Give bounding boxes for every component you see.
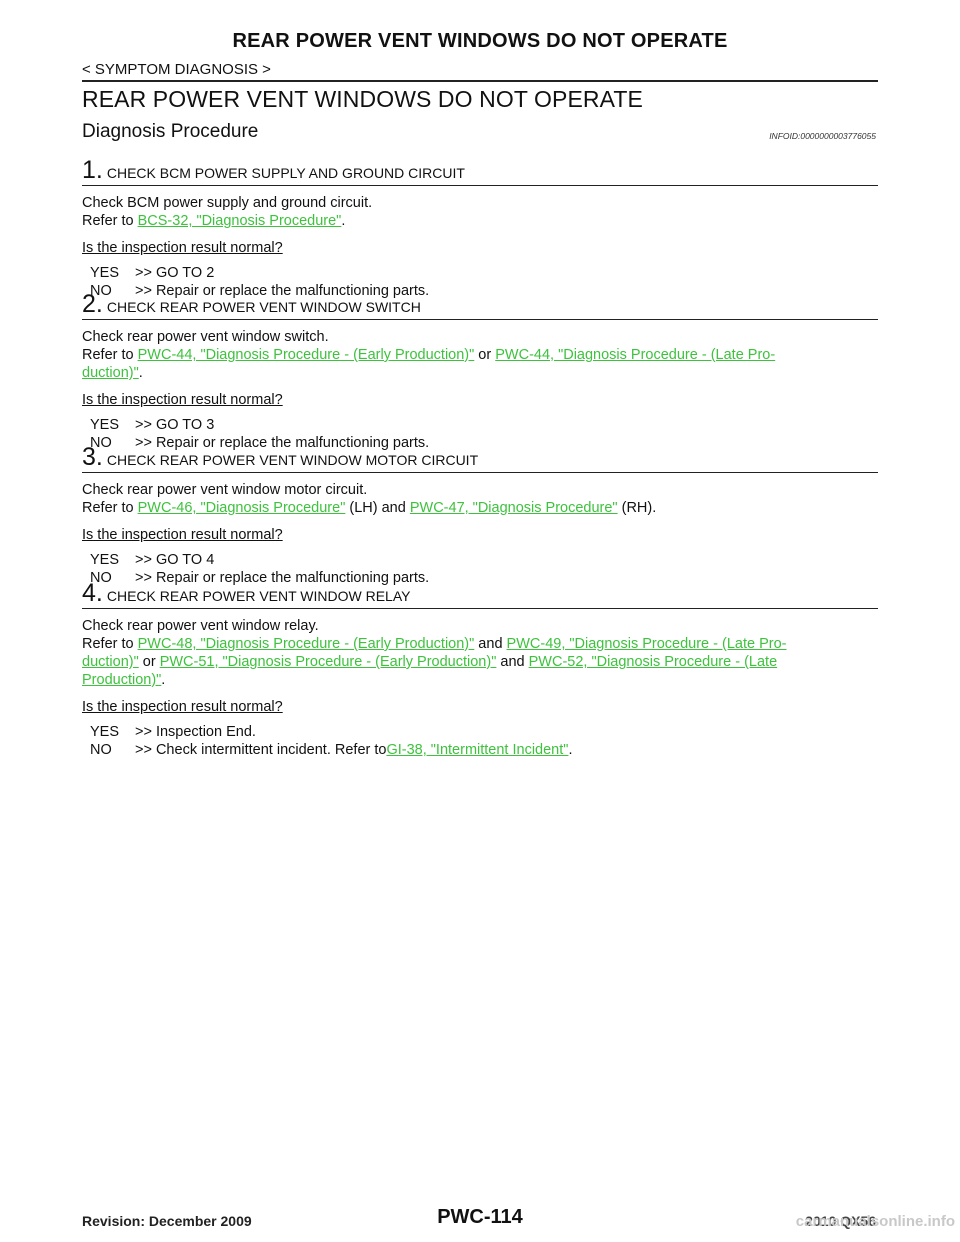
answer-list: YES>> GO TO 4 NO>> Repair or replace the… [82, 551, 878, 587]
step-number: 3 [82, 443, 96, 471]
ref-link-pwc-49[interactable]: PWC-49, "Diagnosis Procedure - (Late Pro… [506, 636, 787, 652]
step-header: 3. CHECK REAR POWER VENT WINDOW MOTOR CI… [82, 443, 479, 471]
ref-link-pwc-44-early[interactable]: PWC-44, "Diagnosis Procedure - (Early Pr… [137, 347, 475, 363]
answer-list: YES>> GO TO 2 NO>> Repair or replace the… [82, 264, 878, 300]
step-title: CHECK BCM POWER SUPPLY AND GROUND CIRCUI… [106, 165, 465, 181]
ref-link-pwc-46[interactable]: PWC-46, "Diagnosis Procedure" [137, 500, 346, 516]
answer-no: NO>> Repair or replace the malfunctionin… [90, 570, 430, 586]
answer-yes: YES>> GO TO 2 [90, 265, 215, 281]
header-divider [82, 80, 878, 82]
step-1: 1. CHECK BCM POWER SUPPLY AND GROUND CIR… [82, 158, 878, 300]
ref-link-pwc-52-cont[interactable]: Production)" [82, 672, 162, 688]
ref-link-bcs-32[interactable]: BCS-32, "Diagnosis Procedure" [137, 213, 342, 229]
step-check-text: Check BCM power supply and ground circui… [82, 195, 373, 211]
breadcrumb: < SYMPTOM DIAGNOSIS > [82, 61, 271, 78]
answer-yes: YES>> GO TO 3 [90, 417, 215, 433]
subsection-title: Diagnosis Procedure [82, 121, 259, 142]
step-header: 1. CHECK BCM POWER SUPPLY AND GROUND CIR… [82, 156, 465, 184]
step-refer-line-cont: duction)". [82, 365, 143, 381]
watermark: carmanualsonline.info [795, 1213, 955, 1230]
answer-list: YES>> GO TO 3 NO>> Repair or replace the… [82, 416, 878, 452]
step-2: 2. CHECK REAR POWER VENT WINDOW SWITCH C… [82, 292, 878, 452]
answer-no: NO>> Repair or replace the malfunctionin… [90, 283, 430, 299]
step-refer-line-cont: duction)" or PWC-51, "Diagnosis Procedur… [82, 654, 778, 670]
step-title: CHECK REAR POWER VENT WINDOW MOTOR CIRCU… [106, 452, 479, 468]
step-number: 1 [82, 156, 96, 184]
footer-page-number: PWC-114 [437, 1206, 523, 1228]
step-number: 4 [82, 579, 96, 607]
answer-no: NO>> Check intermittent incident. Refer … [90, 742, 573, 758]
answer-yes: YES>> GO TO 4 [90, 552, 215, 568]
ref-link-pwc-44-late-cont[interactable]: duction)" [82, 365, 139, 381]
step-refer-line-cont: Production)". [82, 672, 166, 688]
step-header: 2. CHECK REAR POWER VENT WINDOW SWITCH [82, 290, 421, 318]
ref-link-pwc-47[interactable]: PWC-47, "Diagnosis Procedure" [409, 500, 618, 516]
step-divider [82, 185, 878, 186]
step-divider [82, 319, 878, 320]
step-divider [82, 472, 878, 473]
step-check-text: Check rear power vent window motor circu… [82, 482, 368, 498]
step-refer-line: Refer to PWC-48, "Diagnosis Procedure - … [82, 636, 787, 652]
step-divider [82, 608, 878, 609]
step-refer-line: Refer to PWC-44, "Diagnosis Procedure - … [82, 347, 776, 363]
section-title: REAR POWER VENT WINDOWS DO NOT OPERATE [82, 86, 643, 112]
info-id: INFOID:0000000003776055 [769, 131, 876, 141]
inspection-question: Is the inspection result normal? [82, 392, 283, 408]
ref-link-pwc-49-cont[interactable]: duction)" [82, 654, 139, 670]
answer-yes: YES>> Inspection End. [90, 724, 256, 740]
step-check-text: Check rear power vent window switch. [82, 329, 329, 345]
step-title: CHECK REAR POWER VENT WINDOW RELAY [106, 588, 411, 604]
inspection-question: Is the inspection result normal? [82, 527, 283, 543]
ref-link-pwc-51[interactable]: PWC-51, "Diagnosis Procedure - (Early Pr… [159, 654, 497, 670]
step-refer-line: Refer to PWC-46, "Diagnosis Procedure" (… [82, 500, 657, 516]
ref-link-pwc-52[interactable]: PWC-52, "Diagnosis Procedure - (Late [528, 654, 778, 670]
answer-no: NO>> Repair or replace the malfunctionin… [90, 435, 430, 451]
step-header: 4. CHECK REAR POWER VENT WINDOW RELAY [82, 579, 411, 607]
step-4: 4. CHECK REAR POWER VENT WINDOW RELAY Ch… [82, 581, 878, 759]
answer-list: YES>> Inspection End. NO>> Check intermi… [82, 723, 878, 759]
footer-revision: Revision: December 2009 [82, 1213, 252, 1229]
step-title: CHECK REAR POWER VENT WINDOW SWITCH [106, 299, 421, 315]
step-3: 3. CHECK REAR POWER VENT WINDOW MOTOR CI… [82, 445, 878, 587]
footer-model: 2010 QX56 [805, 1213, 876, 1229]
step-refer-line: Refer to BCS-32, "Diagnosis Procedure". [82, 213, 346, 229]
ref-link-pwc-44-late[interactable]: PWC-44, "Diagnosis Procedure - (Late Pro… [495, 347, 776, 363]
ref-link-gi-38[interactable]: GI-38, "Intermittent Incident" [386, 742, 569, 758]
step-check-text: Check rear power vent window relay. [82, 618, 319, 634]
inspection-question: Is the inspection result normal? [82, 699, 283, 715]
ref-link-pwc-48[interactable]: PWC-48, "Diagnosis Procedure - (Early Pr… [137, 636, 475, 652]
inspection-question: Is the inspection result normal? [82, 240, 283, 256]
step-number: 2 [82, 290, 96, 318]
page-header-title: REAR POWER VENT WINDOWS DO NOT OPERATE [232, 30, 728, 52]
